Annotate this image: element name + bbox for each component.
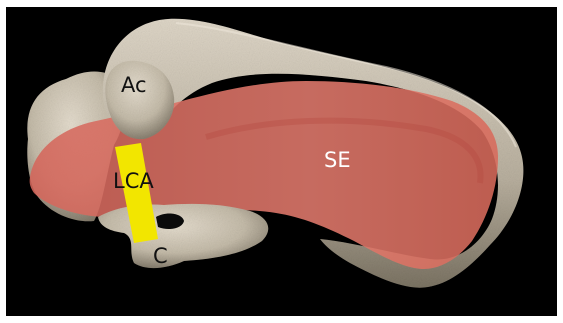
shoulder-3d-render — [6, 7, 557, 316]
